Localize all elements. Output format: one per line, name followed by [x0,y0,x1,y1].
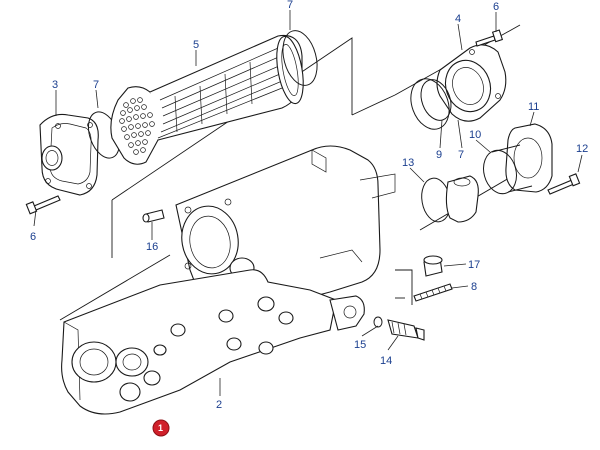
callout-2: 2 [216,399,222,411]
callout-3: 3 [52,79,58,91]
callout-6-left: 6 [30,231,36,243]
callout-13: 13 [402,157,414,169]
callouts: 7 5 3 7 4 6 11 9 7 10 12 13 6 16 17 8 15… [30,0,588,411]
bolt-left [25,195,61,215]
stud-bosses [153,296,294,356]
callout-5: 5 [193,39,199,51]
housing-lower [61,269,365,415]
end-cover-left [39,113,99,196]
stud [413,283,453,302]
callout-7-left: 7 [93,79,99,91]
bolt-right [547,173,581,195]
thermostat [421,175,479,223]
housing-cover [436,44,507,122]
sleeve [483,144,533,195]
callout-14: 14 [380,355,392,367]
callout-6-top: 6 [493,1,499,13]
callout-11: 11 [528,101,539,113]
core-perforations [119,97,155,155]
callout-16: 16 [146,241,158,253]
position-marker-dot [152,419,170,437]
callout-4: 4 [455,13,461,25]
cooler-core [110,34,304,165]
o-rings-right [410,78,452,130]
sensor [373,316,425,341]
bolt-top [475,29,504,47]
callout-10: 10 [469,129,481,141]
callout-17: 17 [468,259,480,271]
plug [423,255,443,277]
leader-lines [33,10,583,396]
callout-12: 12 [576,143,588,155]
callout-7-top: 7 [287,0,293,11]
callout-9: 9 [436,149,442,161]
position-marker-label: 1 [158,423,163,433]
fitting [142,209,165,223]
callout-7-right: 7 [458,149,464,161]
callout-15: 15 [354,339,366,351]
seal-ring-top [282,30,318,86]
position-marker: 1 [152,419,170,437]
callout-8: 8 [471,281,477,293]
outlet-cover [505,123,553,193]
